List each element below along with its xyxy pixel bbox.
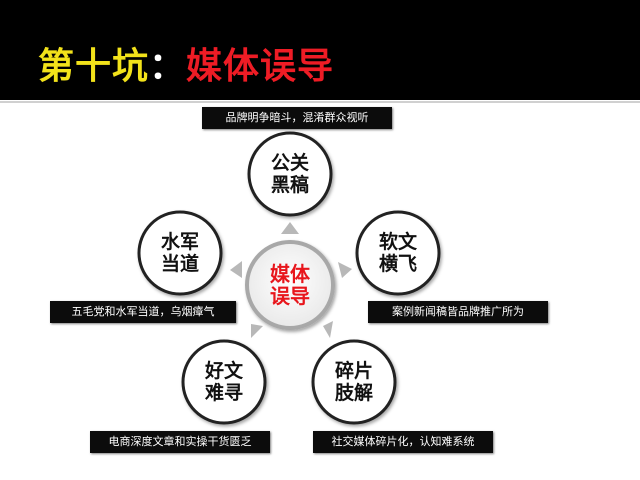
node-good-label: 好文 难寻 <box>205 360 243 404</box>
header-divider <box>0 101 640 103</box>
caption-pr: 品牌明争暗斗，混淆群众视听 <box>202 107 392 129</box>
node-soft-circle <box>355 210 441 296</box>
node-pr-line2: 黑稿 <box>270 174 310 196</box>
title-part-2: 媒体误导 <box>186 46 335 87</box>
page-title: 第十坑：媒体误导 <box>38 44 334 90</box>
node-good-circle <box>181 339 267 425</box>
center-line1: 媒体 <box>270 262 310 286</box>
node-soft-label: 软文 横飞 <box>379 231 417 275</box>
center-node-label: 媒体 误导 <box>270 263 310 307</box>
node-good-line1: 好文 <box>204 360 244 382</box>
caption-good: 电商深度文章和实操干货匮乏 <box>90 431 270 453</box>
center-node <box>245 240 335 330</box>
node-water-line1: 水军 <box>160 231 200 253</box>
node-pr-line1: 公关 <box>270 152 310 174</box>
node-frag-line1: 碎片 <box>334 360 374 382</box>
caption-water: 五毛党和水军当道，乌烟瘴气 <box>50 301 236 323</box>
arrow-to-pr <box>281 222 299 234</box>
caption-frag: 社交媒体碎片化，认知难系统 <box>313 431 493 453</box>
header-bar <box>0 0 640 100</box>
arrow-to-water <box>230 261 242 278</box>
title-colon: ： <box>149 46 187 87</box>
node-frag-line2: 肢解 <box>334 382 374 404</box>
node-water-label: 水军 当道 <box>161 231 199 275</box>
node-frag-label: 碎片 肢解 <box>335 360 373 404</box>
caption-soft: 案例新闻稿皆品牌推广所为 <box>368 301 548 323</box>
node-pr-circle <box>247 131 333 217</box>
arrow-to-frag <box>323 321 333 338</box>
node-frag-circle <box>311 339 397 425</box>
arrow-to-soft <box>338 262 352 278</box>
title-part-1: 第十坑 <box>38 46 150 87</box>
arrow-to-good <box>251 324 263 338</box>
node-water-circle <box>137 210 223 296</box>
node-pr-label: 公关 黑稿 <box>271 152 309 196</box>
node-good-line2: 难寻 <box>204 382 244 404</box>
node-soft-line2: 横飞 <box>378 253 418 275</box>
node-soft-line1: 软文 <box>378 231 418 253</box>
center-line2: 误导 <box>270 284 310 308</box>
node-water-line2: 当道 <box>160 253 200 275</box>
